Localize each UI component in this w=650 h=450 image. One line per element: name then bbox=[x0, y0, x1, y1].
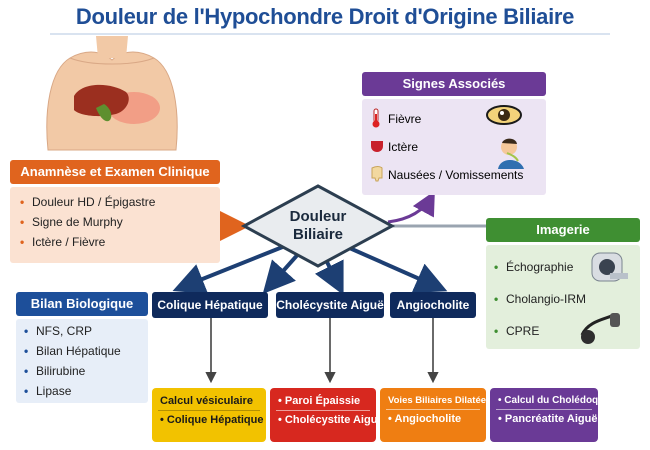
sick-person-icon bbox=[494, 137, 528, 174]
bullet-icon: • bbox=[494, 260, 499, 274]
title-divider bbox=[50, 33, 610, 35]
list-item: •CPRE bbox=[494, 315, 632, 347]
imagerie-list: •Échographie •Cholangio-IRM •CPRE bbox=[494, 251, 632, 347]
list-item: •Ictère / Fièvre bbox=[20, 232, 210, 252]
nausea-icon bbox=[370, 165, 388, 185]
imagerie-panel: Imagerie •Échographie •Cholangio-IRM •CP… bbox=[486, 218, 640, 350]
bullet-icon: • bbox=[24, 344, 29, 358]
list-item: •Cholangio-IRM bbox=[494, 283, 632, 315]
bullet-icon: • bbox=[24, 364, 29, 378]
bullet-icon: • bbox=[494, 324, 499, 338]
anamnese-header: Anamnèse et Examen Clinique bbox=[10, 160, 220, 184]
arrow-center-to-signes bbox=[387, 190, 435, 224]
result-calcul-choledoque: • Calcul du Cholédoque • Pancréatite Aig… bbox=[490, 388, 610, 442]
endoscope-icon bbox=[578, 311, 624, 350]
bullet-icon: • bbox=[24, 324, 29, 338]
node-colique-hepatique: Colique Hépatique bbox=[152, 292, 268, 318]
list-item: •Échographie bbox=[494, 251, 632, 283]
list-item: Ictère bbox=[370, 133, 538, 161]
center-label-line2: Biliaire bbox=[292, 226, 344, 243]
thermometer-icon bbox=[370, 108, 388, 131]
center-diamond bbox=[240, 184, 396, 268]
list-item: Nausées / Vomissements bbox=[370, 161, 538, 189]
mri-scanner-icon bbox=[590, 249, 630, 290]
result-voies-biliaires: Voies Biliaires Dilatées • Angiocholite bbox=[380, 388, 491, 442]
anamnese-panel: Anamnèse et Examen Clinique •Douleur HD … bbox=[10, 160, 220, 265]
result-paroi-epaissie: • Paroi Épaissie • Cholécystite Aiguë bbox=[270, 388, 384, 442]
bilan-list: •NFS, CRP •Bilan Hépatique •Bilirubine •… bbox=[24, 321, 140, 401]
arrow-center-to-colique-2 bbox=[262, 250, 302, 294]
arrow-center-to-colique bbox=[172, 244, 286, 294]
list-item: •Signe de Murphy bbox=[20, 212, 210, 232]
imagerie-header: Imagerie bbox=[486, 218, 640, 242]
signes-panel: Signes Associés Fièvre Ictère Nausées / … bbox=[362, 72, 546, 196]
bullet-icon: • bbox=[20, 235, 25, 249]
list-item: •NFS, CRP bbox=[24, 321, 140, 341]
bullet-icon: • bbox=[24, 384, 29, 398]
node-cholecystite-aigue: Cholécystite Aiguë bbox=[276, 292, 384, 318]
bilan-panel: Bilan Biologique •NFS, CRP •Bilan Hépati… bbox=[16, 292, 148, 404]
torso-liver-illustration bbox=[46, 36, 178, 151]
jaundice-icon bbox=[370, 139, 388, 156]
node-angiocholite: Angiocholite bbox=[390, 292, 476, 318]
list-item: •Bilirubine bbox=[24, 361, 140, 381]
center-label: Douleur Biliaire bbox=[262, 208, 374, 244]
result-calcul-vesiculaire: Calcul vésiculaire • Colique Hépatique bbox=[152, 388, 266, 442]
list-item: Fièvre bbox=[370, 105, 538, 133]
list-item: •Bilan Hépatique bbox=[24, 341, 140, 361]
bullet-icon: • bbox=[20, 215, 25, 229]
signes-header: Signes Associés bbox=[362, 72, 546, 96]
bullet-icon: • bbox=[20, 195, 25, 209]
arrow-center-to-angiocholite bbox=[344, 244, 448, 293]
list-item: •Lipase bbox=[24, 381, 140, 401]
eye-icon bbox=[486, 105, 522, 130]
page-title: Douleur de l'Hypochondre Droit d'Origine… bbox=[75, 4, 575, 29]
bilan-header: Bilan Biologique bbox=[16, 292, 148, 316]
bullet-icon: • bbox=[494, 292, 499, 306]
center-label-line1: Douleur bbox=[289, 208, 347, 225]
anamnese-list: •Douleur HD / Épigastre •Signe de Murphy… bbox=[20, 192, 210, 252]
list-item: •Douleur HD / Épigastre bbox=[20, 192, 210, 212]
